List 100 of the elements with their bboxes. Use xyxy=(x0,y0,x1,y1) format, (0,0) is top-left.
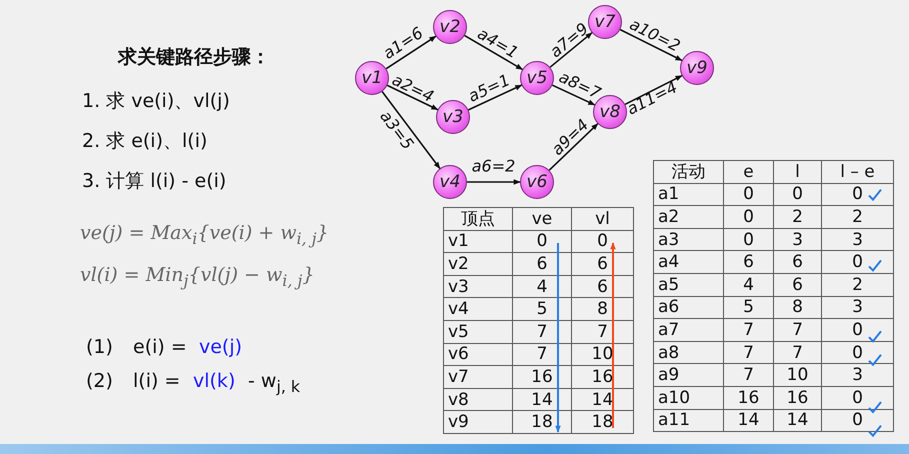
edge-label: a5=1 xyxy=(465,70,513,106)
table-header-cell: vl xyxy=(572,208,634,230)
table-cell: v6 xyxy=(444,343,512,366)
table-cell: 0 xyxy=(822,386,894,410)
table-cell: 8 xyxy=(572,298,634,320)
table-cell: 14 xyxy=(572,388,634,411)
vertex-circle xyxy=(520,61,554,95)
vertex-circle xyxy=(355,61,389,95)
vertex-label: v6 xyxy=(526,172,548,192)
table-cell: a8 xyxy=(654,341,724,364)
table-cell: v3 xyxy=(444,275,512,298)
vertex-circle xyxy=(520,165,554,199)
arrow xyxy=(467,179,521,185)
vertex-label: v4 xyxy=(440,172,460,192)
table-cell: 7 xyxy=(774,341,822,364)
table-cell: 14 xyxy=(724,409,774,432)
table-cell: 4 xyxy=(512,275,572,298)
arrow xyxy=(468,84,522,111)
table-cell: 0 xyxy=(822,318,894,342)
arrow xyxy=(386,84,438,110)
table-cell: 5 xyxy=(512,298,572,320)
table-cell: 7 xyxy=(512,343,572,366)
table-cell: 3 xyxy=(822,228,894,251)
vertex-circle xyxy=(436,100,470,134)
vertex-label: v8 xyxy=(600,102,620,122)
formula-text: vl(k) xyxy=(193,370,236,392)
step-text: 3. 计算 l(i) - e(i) xyxy=(82,169,226,194)
table-cell: 0 xyxy=(822,183,894,206)
formula: ve(j) = Max$_{i}${ve(i) + w$_{i, j}$} xyxy=(80,222,329,248)
arrow xyxy=(464,34,523,70)
table-cell: 14 xyxy=(512,388,572,411)
table-cell: 10 xyxy=(774,364,822,386)
formula-text: e(i) = xyxy=(133,336,187,358)
table-cell: 0 xyxy=(724,206,774,228)
table-cell: 0 xyxy=(822,409,894,432)
edge-label: a4=1 xyxy=(474,23,522,62)
table-cell: 0 xyxy=(822,341,894,364)
table-cell: 3 xyxy=(774,228,822,251)
edge-label: a2=4 xyxy=(388,70,436,106)
formula-text: (1) xyxy=(86,336,113,358)
table-header-cell: 活动 xyxy=(654,160,724,184)
vertex-circle xyxy=(433,165,467,199)
table-cell: a7 xyxy=(654,318,724,342)
table-cell: 3 xyxy=(822,364,894,386)
vertex-label: v1 xyxy=(362,68,382,88)
arrow xyxy=(386,36,436,70)
formula-text: (2) xyxy=(86,370,113,392)
table-cell: 7 xyxy=(724,318,774,342)
formula-text: - w$_{j, k}$ xyxy=(248,370,300,396)
table-cell: a10 xyxy=(654,386,724,410)
table-cell: 8 xyxy=(774,296,822,319)
table-cell: 6 xyxy=(572,275,634,298)
table-cell: 6 xyxy=(774,250,822,274)
table-cell: 0 xyxy=(512,230,572,253)
edge-label: a8=7 xyxy=(556,67,604,103)
table-cell: 3 xyxy=(822,296,894,319)
table-cell: a11 xyxy=(654,409,724,432)
table-header-cell: 顶点 xyxy=(444,208,512,230)
table-cell: 18 xyxy=(572,410,634,434)
step-text: 2. 求 e(i)、l(i) xyxy=(82,129,208,154)
arrow xyxy=(552,84,596,106)
vertex-circle xyxy=(680,51,714,85)
step-text: 1. 求 ve(i)、vl(j) xyxy=(82,89,230,114)
table-cell: v8 xyxy=(444,388,512,411)
vertex-circle xyxy=(593,95,627,129)
table-cell: 0 xyxy=(774,183,822,206)
table-cell: v7 xyxy=(444,366,512,388)
table-cell: a4 xyxy=(654,250,724,274)
table-cell: 7 xyxy=(774,318,822,342)
table-cell: a2 xyxy=(654,206,724,228)
vertex-circle xyxy=(433,10,467,44)
table-cell: v4 xyxy=(444,298,512,320)
vertex-label: v2 xyxy=(440,17,460,37)
table-cell: 18 xyxy=(512,410,572,434)
title: 求关键路径步骤： xyxy=(118,45,270,70)
vertex-label: v5 xyxy=(526,68,548,88)
table-cell: 16 xyxy=(774,386,822,410)
vertex-label: v3 xyxy=(442,107,464,127)
table-header-cell: l xyxy=(774,160,822,184)
arrow xyxy=(620,28,682,62)
table-cell: a1 xyxy=(654,183,724,206)
arrow xyxy=(548,123,598,171)
arrow xyxy=(550,32,592,68)
table-cell: 16 xyxy=(724,386,774,410)
table-header-cell: ve xyxy=(512,208,572,230)
table-cell: 0 xyxy=(724,183,774,206)
table-cell: 6 xyxy=(724,250,774,274)
table-cell: 6 xyxy=(774,273,822,296)
table-cell: 6 xyxy=(512,252,572,276)
table-cell: a5 xyxy=(654,273,724,296)
formula: vl(i) = Min$_{j}${vl(j) − w$_{i, j}$} xyxy=(80,264,314,290)
table-cell: v9 xyxy=(444,410,512,434)
vertex-label: v7 xyxy=(594,12,616,32)
table-cell: 14 xyxy=(774,409,822,432)
table-cell: 7 xyxy=(572,320,634,344)
table-cell: 2 xyxy=(822,273,894,296)
table-cell: a6 xyxy=(654,296,724,319)
table-header-cell: l – e xyxy=(822,160,894,184)
table-header-cell: e xyxy=(724,160,774,184)
table-cell: 16 xyxy=(512,366,572,388)
